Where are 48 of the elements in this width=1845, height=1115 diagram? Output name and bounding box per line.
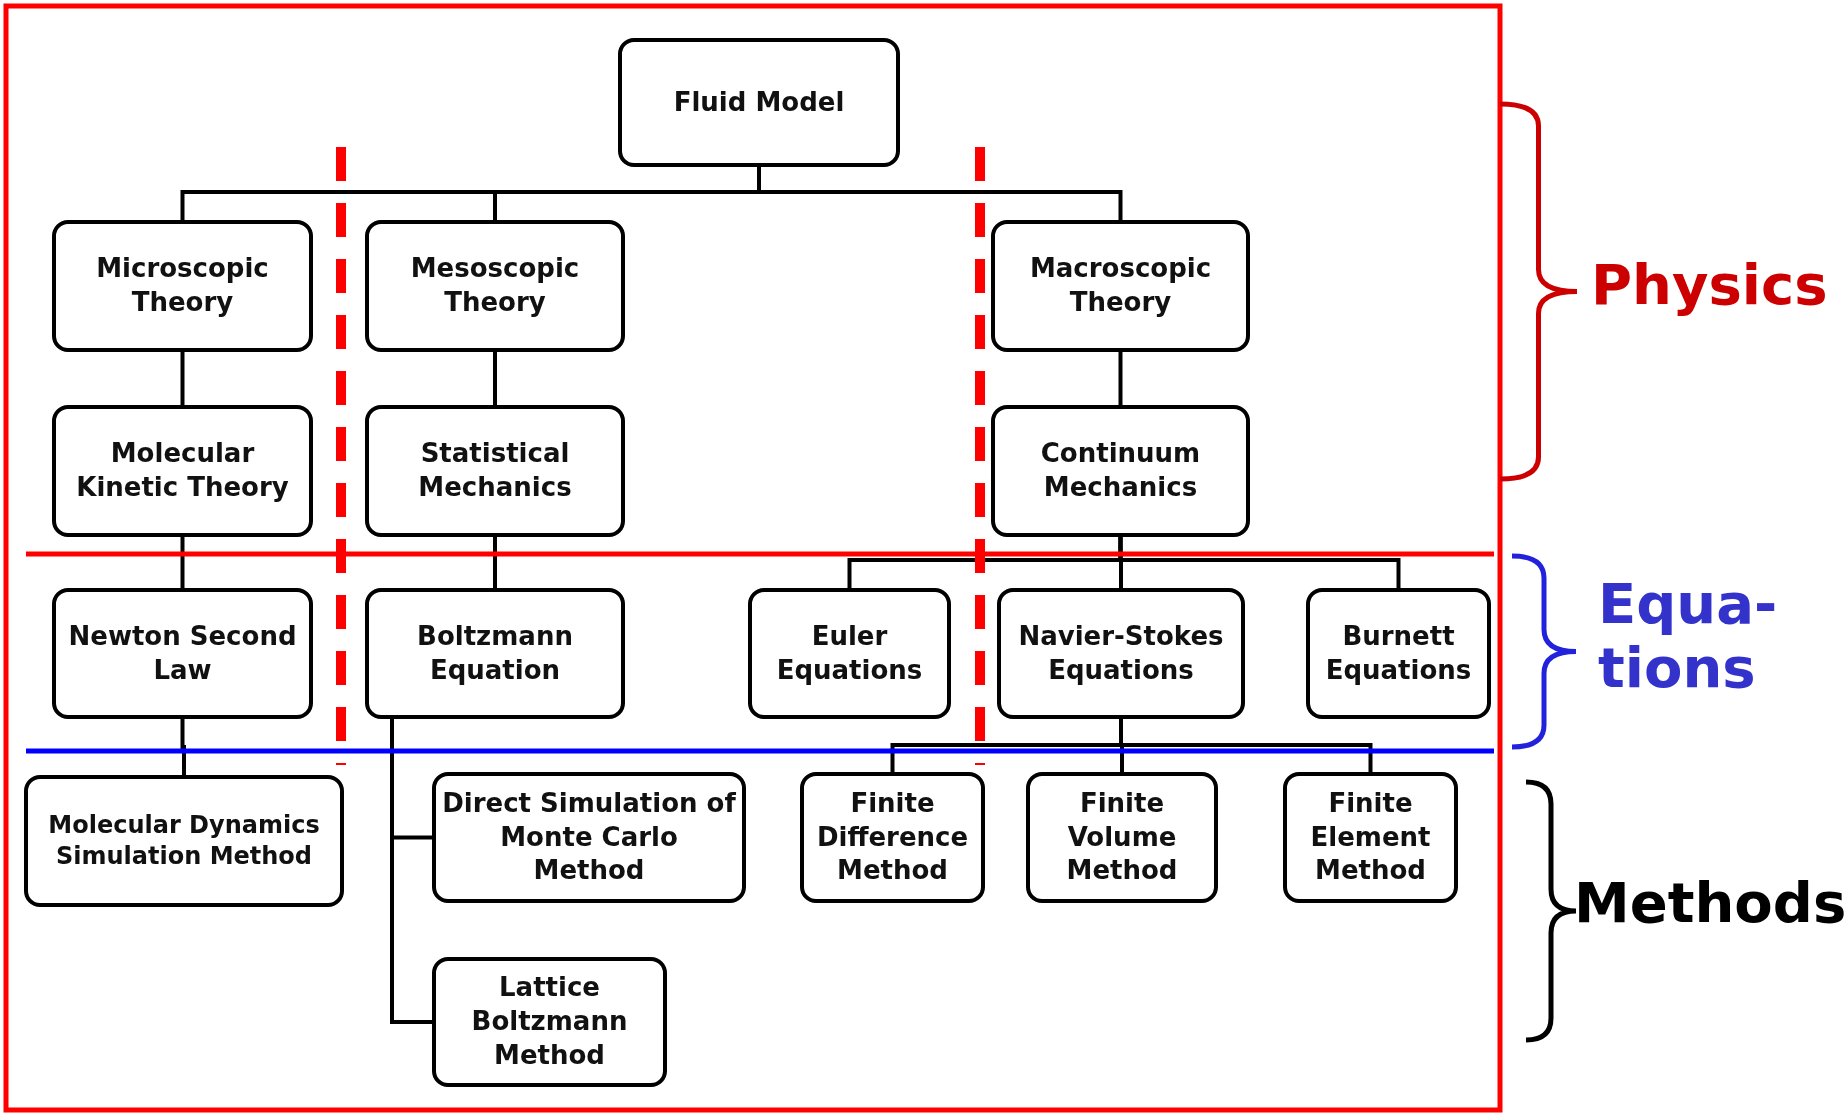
box-label: Mesoscopic Theory <box>409 252 581 319</box>
process-box <box>1283 772 1458 903</box>
connector-line <box>180 719 186 775</box>
box-label: Burnett Equations <box>1324 619 1473 687</box>
connector-line <box>1118 352 1123 405</box>
process-box <box>748 588 951 719</box>
process-box <box>618 38 900 167</box>
process-box <box>1306 588 1491 719</box>
connector-line <box>1119 719 1373 772</box>
process-box <box>800 772 985 903</box>
box-label: Finite Volume Method <box>1065 786 1179 888</box>
section-label: Methods <box>1574 871 1844 936</box>
connector-line <box>493 352 497 405</box>
box-label: Lattice Boltzmann Method <box>470 971 629 1072</box>
process-box <box>24 775 344 907</box>
connector-line <box>390 719 432 1024</box>
box-label: Boltzmann Equation <box>416 619 574 687</box>
box-label: Statistical Mechanics <box>417 437 573 504</box>
box-label: Fluid Model <box>673 85 845 119</box>
box-label: Finite Difference Method <box>815 786 970 888</box>
process-box <box>365 588 625 719</box>
process-box <box>432 772 746 903</box>
process-box <box>365 405 625 537</box>
process-box <box>997 588 1245 719</box>
process-box <box>365 220 625 352</box>
section-label: Equa- tions <box>1598 572 1779 701</box>
box-label: Microscopic Theory <box>95 252 270 319</box>
box-label: Newton Second Law <box>67 619 298 687</box>
connector-line <box>180 537 185 588</box>
process-box <box>991 220 1250 352</box>
box-label: Continuum Mechanics <box>1039 437 1202 504</box>
box-label: Navier-Stokes Equations <box>1017 619 1225 687</box>
connector-line <box>180 352 185 405</box>
connector-line <box>1118 537 1401 588</box>
process-box <box>991 405 1250 537</box>
box-label: Finite Element Method <box>1309 786 1432 888</box>
process-box <box>1026 772 1218 903</box>
box-label: Molecular Kinetic Theory <box>75 437 290 504</box>
process-box <box>52 220 313 352</box>
box-label: Euler Equations <box>775 619 924 687</box>
process-box <box>52 588 313 719</box>
connector-line <box>493 537 497 588</box>
box-label: Macroscopic Theory <box>1028 252 1213 319</box>
section-label: Physics <box>1591 253 1829 318</box>
process-box <box>432 957 667 1087</box>
box-label: Direct Simulation of Monte Carlo Method <box>442 786 736 888</box>
box-label: Molecular Dynamics Simulation Method <box>47 809 321 872</box>
process-box <box>52 405 313 537</box>
